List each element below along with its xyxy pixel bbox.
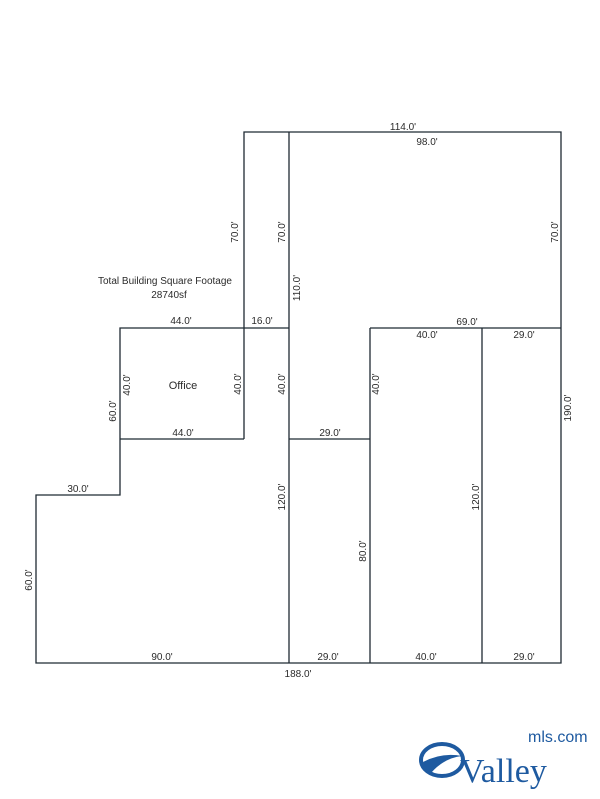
square-footage-value: 28740sf	[151, 290, 187, 301]
dim-bottom-b: 29.0'	[317, 652, 338, 663]
dim-top-inner: 98.0'	[416, 137, 437, 148]
dim-office-top: 44.0'	[170, 316, 191, 327]
dim-left-step: 60.0'	[108, 400, 119, 421]
dim-bottom-d: 29.0'	[513, 652, 534, 663]
dim-mid-right-b: 29.0'	[513, 330, 534, 341]
dim-bay-mid: 40.0'	[371, 373, 382, 394]
dim-office-right: 40.0'	[233, 373, 244, 394]
dim-spine-mid: 40.0'	[277, 373, 288, 394]
walls	[35, 131, 562, 664]
dim-bottom-c: 40.0'	[415, 652, 436, 663]
dim-corridor: 29.0'	[319, 428, 340, 439]
dim-bottom-total: 188.0'	[285, 669, 312, 680]
room-label-office: Office	[169, 380, 198, 392]
dim-top-outer: 114.0'	[390, 122, 416, 133]
dim-right-upper: 70.0'	[550, 221, 561, 242]
logo-globe-icon	[419, 742, 465, 778]
dim-office-left: 40.0'	[122, 374, 133, 395]
logo-brand: Valley	[460, 753, 547, 790]
dim-tower-bottom: 16.0'	[251, 316, 272, 327]
logo-swoosh-icon	[423, 754, 462, 773]
dim-mid-right-a: 40.0'	[416, 330, 437, 341]
dim-left-outer: 60.0'	[24, 569, 35, 590]
logo-suffix: mls.com	[528, 729, 588, 746]
dim-right-outer: 190.0'	[563, 394, 574, 421]
dim-bay3-lower: 120.0'	[471, 483, 482, 510]
outer-perimeter	[35, 131, 562, 664]
dim-office-bottom: 44.0'	[172, 428, 193, 439]
dim-step-top: 30.0'	[67, 484, 88, 495]
dim-left-tower-outer: 70.0'	[230, 221, 241, 242]
dim-bay-lower: 80.0'	[358, 540, 369, 561]
dim-bottom-a: 90.0'	[151, 652, 172, 663]
dim-center-spine: 110.0'	[292, 275, 303, 301]
dim-spine-lower: 120.0'	[277, 483, 288, 510]
dim-mid-right-total: 69.0'	[456, 317, 477, 328]
square-footage-title: Total Building Square Footage	[98, 276, 232, 287]
valleymls-logo: Valley mls.com	[419, 729, 588, 790]
dim-left-tower-inner: 70.0'	[277, 221, 288, 242]
